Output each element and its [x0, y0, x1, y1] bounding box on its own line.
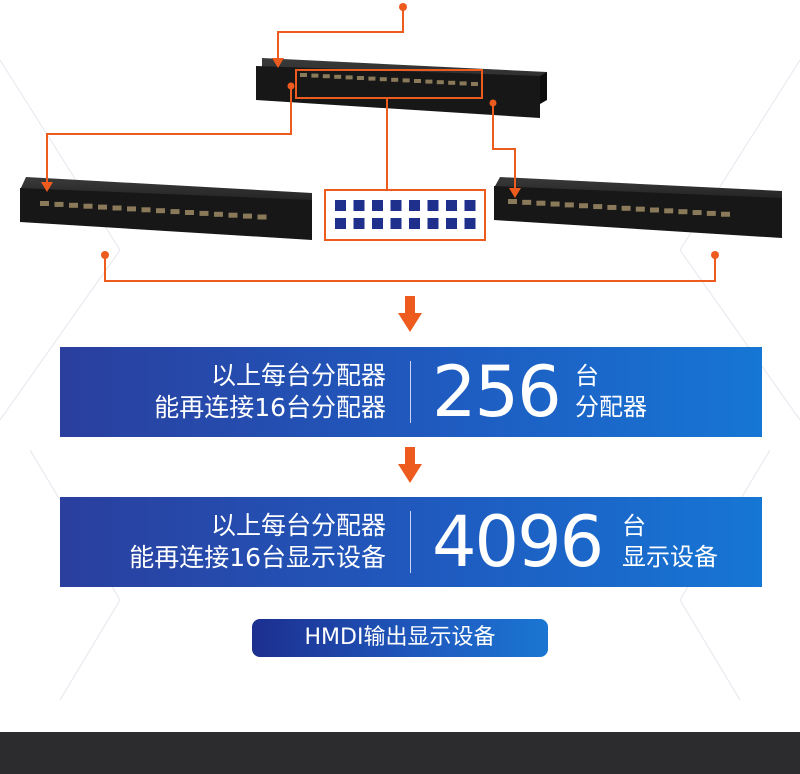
hdmi-port	[98, 205, 107, 210]
banner-unit-line2: 分配器	[575, 392, 647, 423]
hdmi-port	[437, 80, 444, 84]
splitter-cascade-diagram	[0, 0, 800, 300]
hdmi-port	[636, 207, 645, 212]
banner-unit-line2: 显示设备	[622, 542, 718, 573]
hdmi-port	[650, 208, 659, 213]
port-square	[446, 218, 457, 229]
hdmi-port	[214, 212, 223, 217]
hdmi-port	[69, 203, 78, 208]
splitter-count-banner: 以上每台分配器 能再连接16台分配器 256 台 分配器	[60, 347, 762, 437]
hdmi-port	[127, 206, 136, 211]
banner-unit: 台 显示设备	[622, 497, 718, 587]
hdmi-port	[171, 209, 180, 214]
down-arrow-icon	[398, 296, 422, 334]
hdmi-port	[448, 81, 455, 85]
banner-unit-line1: 台	[622, 511, 718, 542]
hdmi-port	[721, 212, 730, 217]
hdmi-port	[229, 213, 238, 218]
banner-unit-line1: 台	[575, 361, 647, 392]
banner-line2: 能再连接16台分配器	[154, 392, 386, 424]
top-splitter-device	[256, 58, 547, 118]
banner-description: 以上每台分配器 能再连接16台显示设备	[129, 497, 386, 587]
divider	[410, 361, 411, 423]
hdmi-port	[565, 202, 574, 207]
hdmi-port	[707, 211, 716, 216]
hdmi-port	[258, 215, 267, 220]
banner-number: 256	[432, 347, 560, 437]
hdmi-port	[522, 200, 531, 205]
hdmi-port	[593, 204, 602, 209]
hdmi-port	[579, 203, 588, 208]
hdmi-port	[200, 211, 209, 216]
hdmi-port	[471, 82, 478, 86]
left-splitter-device	[20, 177, 312, 240]
banner-number: 4096	[432, 497, 602, 587]
footer-bar	[0, 732, 800, 774]
hdmi-port	[311, 74, 318, 78]
divider	[410, 511, 411, 573]
hdmi-port	[84, 204, 93, 209]
display-count-banner: 以上每台分配器 能再连接16台显示设备 4096 台 显示设备	[60, 497, 762, 587]
banner-description: 以上每台分配器 能再连接16台分配器	[154, 347, 386, 437]
hdmi-port	[391, 78, 398, 82]
hdmi-port	[334, 75, 341, 79]
hdmi-port	[693, 210, 702, 215]
hdmi-port	[346, 75, 353, 79]
port-square	[409, 218, 420, 229]
hdmi-port	[551, 202, 560, 207]
port-square	[335, 200, 346, 211]
hdmi-port	[368, 77, 375, 81]
banner-line1: 以上每台分配器	[211, 360, 386, 392]
port-square	[372, 200, 383, 211]
right-splitter-device	[494, 177, 782, 238]
hdmi-port	[113, 206, 122, 211]
hdmi-port	[323, 74, 330, 78]
banner-line2: 能再连接16台显示设备	[129, 542, 386, 574]
hdmi-port	[300, 73, 307, 77]
hdmi-port	[357, 76, 364, 80]
port-square	[391, 218, 402, 229]
hdmi-port	[55, 202, 64, 207]
port-square	[465, 218, 476, 229]
hdmi-port	[40, 201, 49, 206]
port-square	[391, 200, 402, 211]
hdmi-port	[622, 206, 631, 211]
down-arrow-icon	[398, 447, 422, 485]
port-square	[335, 218, 346, 229]
hdmi-port	[243, 214, 252, 219]
banner-unit: 台 分配器	[575, 347, 647, 437]
port-square	[372, 218, 383, 229]
hdmi-port	[403, 78, 410, 82]
hdmi-port	[156, 208, 165, 213]
port-square	[465, 200, 476, 211]
port-square	[428, 218, 439, 229]
port-square	[446, 200, 457, 211]
hdmi-port	[664, 208, 673, 213]
output-label: HMDI输出显示设备	[252, 619, 548, 657]
port-square	[354, 218, 365, 229]
hdmi-port	[185, 210, 194, 215]
hdmi-port	[460, 81, 467, 85]
hdmi-port	[425, 80, 432, 84]
hdmi-port	[380, 77, 387, 81]
hdmi-port	[607, 205, 616, 210]
port-square	[354, 200, 365, 211]
hdmi-port	[414, 79, 421, 83]
hdmi-port	[508, 199, 517, 204]
port-square	[409, 200, 420, 211]
hdmi-port	[142, 207, 151, 212]
port-square	[428, 200, 439, 211]
banner-line1: 以上每台分配器	[211, 510, 386, 542]
port-grid-detail	[325, 190, 485, 240]
hdmi-port	[678, 209, 687, 214]
hdmi-port	[536, 201, 545, 206]
